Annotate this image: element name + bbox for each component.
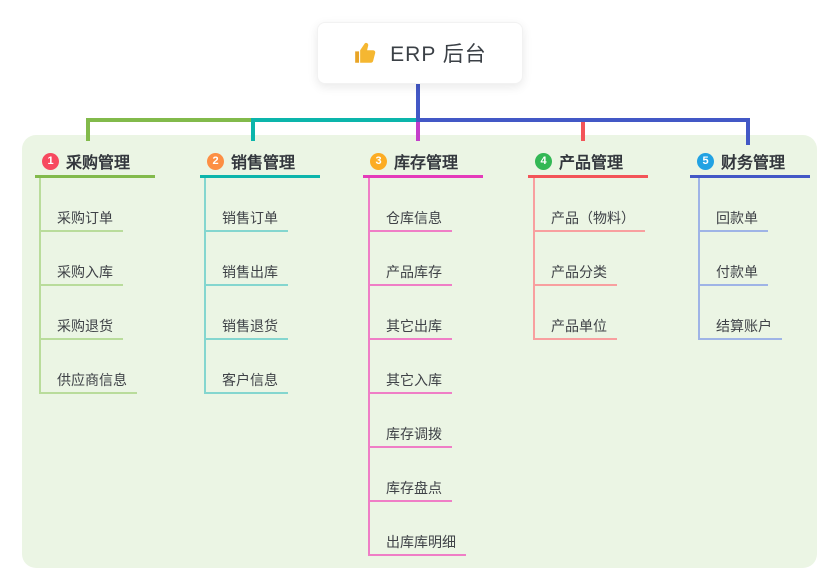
child-node[interactable]: 客户信息 bbox=[204, 368, 288, 394]
branch-number-badge: 3 bbox=[370, 152, 387, 170]
branch-title: 财务管理 bbox=[721, 155, 786, 172]
child-node[interactable]: 产品单位 bbox=[533, 314, 617, 340]
child-node[interactable]: 付款单 bbox=[698, 260, 768, 286]
child-node[interactable]: 产品分类 bbox=[533, 260, 617, 286]
root-node[interactable]: ERP 后台 bbox=[317, 22, 523, 84]
branch-number-badge: 1 bbox=[42, 152, 59, 170]
branch-header-5[interactable]: 5 财务管理 bbox=[690, 147, 810, 178]
child-node[interactable]: 采购入库 bbox=[39, 260, 123, 286]
child-node[interactable]: 供应商信息 bbox=[39, 368, 137, 394]
branch-header-3[interactable]: 3 库存管理 bbox=[363, 147, 483, 178]
branch-number-badge: 5 bbox=[697, 152, 714, 170]
connector-root-drop bbox=[416, 84, 420, 122]
branch-child-line bbox=[698, 178, 700, 340]
connector-branch-drop-4 bbox=[581, 122, 585, 141]
branch-header-2[interactable]: 2 销售管理 bbox=[200, 147, 320, 178]
connector-bus-segment-2 bbox=[251, 118, 420, 122]
child-node[interactable]: 仓库信息 bbox=[368, 206, 452, 232]
root-title: ERP 后台 bbox=[390, 43, 487, 66]
child-node[interactable]: 结算账户 bbox=[698, 314, 782, 340]
branch-child-line bbox=[368, 178, 370, 556]
branch-header-4[interactable]: 4 产品管理 bbox=[528, 147, 648, 178]
branch-header-1[interactable]: 1 采购管理 bbox=[35, 147, 155, 178]
child-node[interactable]: 库存盘点 bbox=[368, 476, 452, 502]
branch-child-line bbox=[533, 178, 535, 340]
branch-number-badge: 2 bbox=[207, 152, 224, 170]
child-node[interactable]: 产品库存 bbox=[368, 260, 452, 286]
connector-branch-drop-5 bbox=[746, 118, 750, 145]
branch-title: 采购管理 bbox=[66, 155, 131, 172]
branch-title: 库存管理 bbox=[394, 155, 459, 172]
child-node[interactable]: 采购订单 bbox=[39, 206, 123, 232]
child-node[interactable]: 其它出库 bbox=[368, 314, 452, 340]
connector-bus-segment-3 bbox=[416, 118, 750, 122]
child-node[interactable]: 销售订单 bbox=[204, 206, 288, 232]
thumbs-up-icon bbox=[353, 40, 379, 66]
connector-branch-drop-2 bbox=[251, 118, 255, 141]
branch-child-line bbox=[39, 178, 41, 394]
branches-panel bbox=[22, 135, 817, 568]
branch-child-line bbox=[204, 178, 206, 394]
child-node[interactable]: 其它入库 bbox=[368, 368, 452, 394]
branch-title: 产品管理 bbox=[559, 155, 624, 172]
child-node[interactable]: 回款单 bbox=[698, 206, 768, 232]
child-node[interactable]: 采购退货 bbox=[39, 314, 123, 340]
connector-branch-drop-1 bbox=[86, 118, 90, 141]
branch-number-badge: 4 bbox=[535, 152, 552, 170]
child-node[interactable]: 库存调拨 bbox=[368, 422, 452, 448]
child-node[interactable]: 销售退货 bbox=[204, 314, 288, 340]
connector-branch-drop-3 bbox=[416, 122, 420, 141]
child-node[interactable]: 销售出库 bbox=[204, 260, 288, 286]
connector-bus-segment-1 bbox=[86, 118, 255, 122]
child-node[interactable]: 出库库明细 bbox=[368, 530, 466, 556]
branch-title: 销售管理 bbox=[231, 155, 296, 172]
child-node[interactable]: 产品（物料） bbox=[533, 206, 645, 232]
